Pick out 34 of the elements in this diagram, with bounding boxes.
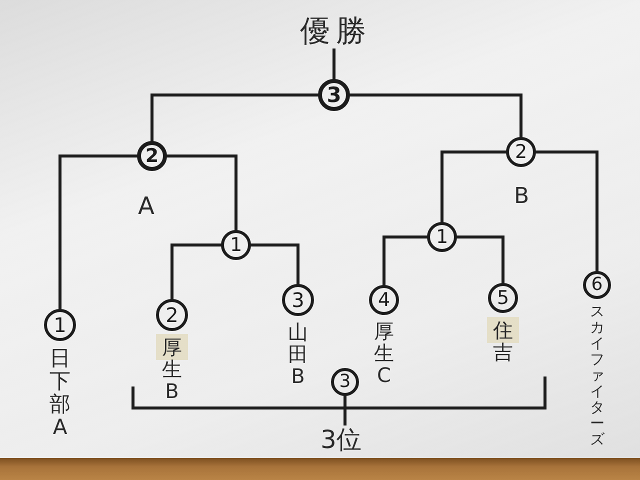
bracket-line xyxy=(456,236,504,284)
bracket-line xyxy=(348,94,522,138)
match-circle: 1 xyxy=(427,222,457,252)
team-number-circle: 2 xyxy=(156,299,188,331)
team-name: 日下部A xyxy=(50,347,70,440)
bracket-line xyxy=(382,236,428,286)
team-number-circle: 1 xyxy=(44,309,76,341)
bracket-heading: 優勝 xyxy=(294,14,378,50)
bracket-line xyxy=(58,154,138,310)
match-circle: 3 xyxy=(318,79,350,111)
team-number-circle: 3 xyxy=(282,284,314,316)
match-circle: 1 xyxy=(221,230,251,260)
team-name: スカイファイターズ xyxy=(590,305,604,448)
match-circle: 2 xyxy=(137,141,167,171)
place-label: 3位 xyxy=(311,424,371,454)
bracket-line xyxy=(166,154,238,232)
bracket-line xyxy=(250,244,300,286)
group-label: B xyxy=(514,186,530,208)
team-number-circle: 4 xyxy=(369,285,399,315)
bracket-line xyxy=(332,48,336,80)
bracket-line xyxy=(170,244,222,300)
bracket-line xyxy=(132,386,346,410)
bracket-line xyxy=(344,376,546,410)
bracket-line xyxy=(440,150,508,224)
team-name: 住吉 xyxy=(487,317,519,363)
match-circle: 3 xyxy=(331,368,359,396)
match-circle: 2 xyxy=(506,137,536,167)
team-name: 山田B xyxy=(288,321,308,387)
group-label: A xyxy=(138,194,154,218)
bracket-line xyxy=(534,150,598,272)
team-name: 厚生C xyxy=(374,320,394,386)
team-number-circle: 5 xyxy=(488,283,518,313)
bracket-line xyxy=(150,94,320,142)
team-number-circle: 6 xyxy=(583,271,611,299)
